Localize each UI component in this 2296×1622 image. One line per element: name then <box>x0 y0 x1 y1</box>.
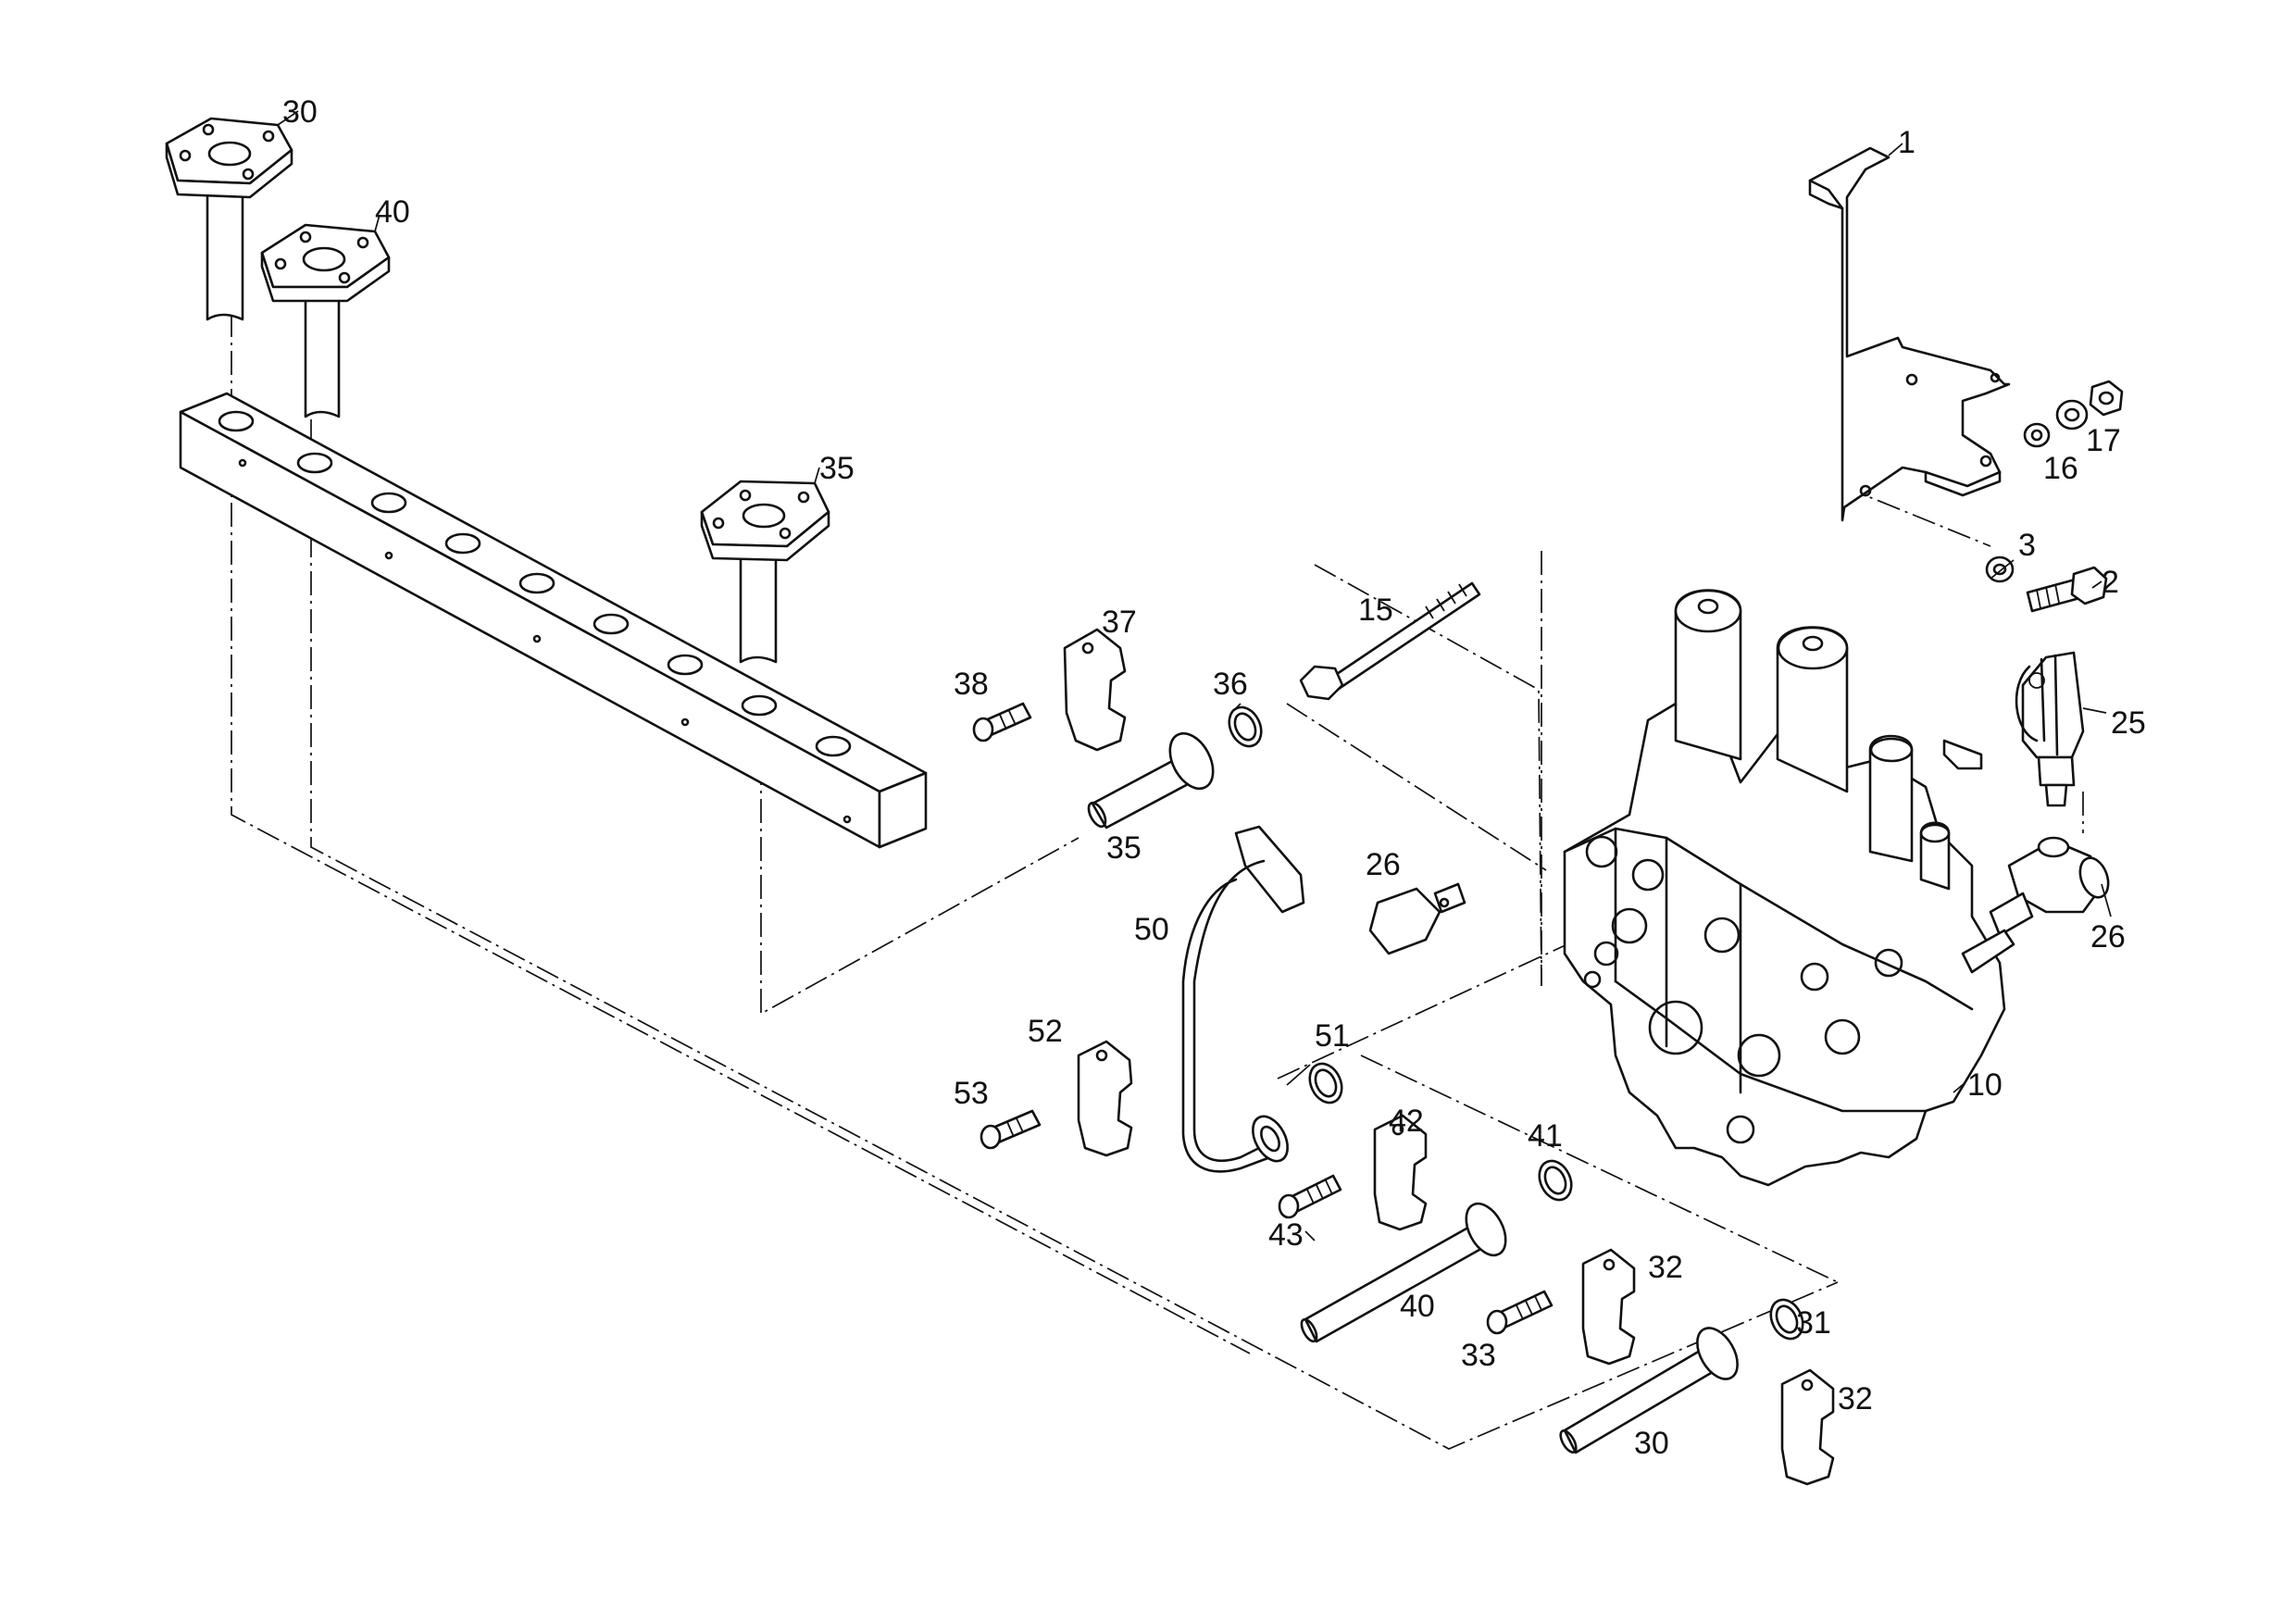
socket-screw-43 <box>1278 1174 1342 1219</box>
washer-16 <box>2023 422 2051 448</box>
callout-26-right: 26 <box>2090 919 2126 954</box>
long-bolt-15 <box>1299 581 1481 701</box>
callout-50: 50 <box>1134 912 1169 947</box>
callout-38: 38 <box>954 667 989 702</box>
callout-26-left: 26 <box>1366 847 1401 882</box>
callout-53: 53 <box>954 1076 989 1111</box>
hex-bolt-2 <box>2026 566 2108 613</box>
split-flange-32-lower <box>1780 1368 1835 1486</box>
callout-36: 36 <box>1213 667 1248 702</box>
control-valve-block <box>1563 589 2015 1187</box>
callout-40-top: 40 <box>375 194 410 230</box>
o-ring-31 <box>1769 1298 1804 1341</box>
flanged-tube-30-bottom <box>1559 1327 1739 1454</box>
mounting-bracket <box>1808 146 2011 522</box>
split-flange-37 <box>1063 628 1127 752</box>
callout-35-top: 35 <box>819 451 855 486</box>
callout-37: 37 <box>1102 605 1137 640</box>
washer-3 <box>1985 555 2015 583</box>
split-flange-52 <box>1077 1040 1133 1157</box>
callout-41: 41 <box>1528 1118 1563 1154</box>
leader-lines <box>277 110 2112 1241</box>
manifold-bar <box>179 392 928 849</box>
flanged-pipe-35-top <box>700 480 830 664</box>
fitting-26-right <box>1989 836 2110 937</box>
quick-coupler-25 <box>2015 651 2085 807</box>
assembly-lines <box>231 199 2084 1450</box>
callout-52: 52 <box>1028 1014 1063 1049</box>
callout-43: 43 <box>1268 1217 1304 1253</box>
callout-51: 51 <box>1315 1018 1350 1054</box>
socket-screw-53 <box>980 1109 1042 1150</box>
o-ring-36 <box>1228 705 1263 748</box>
callout-25: 25 <box>2111 705 2146 741</box>
socket-screw-33 <box>1486 1290 1554 1335</box>
callout-32-upper: 32 <box>1648 1250 1683 1285</box>
flanged-tube-35 <box>1087 731 1215 830</box>
callout-10: 10 <box>1967 1067 2003 1103</box>
callout-30-top: 30 <box>282 94 318 130</box>
lock-washer-16b <box>2055 399 2089 430</box>
callout-3: 3 <box>2018 528 2036 563</box>
flanged-pipe-40-top <box>260 223 391 418</box>
split-flange-32-upper <box>1581 1248 1636 1366</box>
callout-33: 33 <box>1461 1338 1496 1373</box>
o-ring-41 <box>1538 1159 1573 1202</box>
split-flange-42 <box>1373 1114 1428 1231</box>
callout-16: 16 <box>2043 451 2078 486</box>
hex-nut-17 <box>2089 380 2124 417</box>
fitting-26-left <box>1368 882 1466 955</box>
socket-screw-38 <box>972 702 1032 742</box>
callout-32-lower: 32 <box>1838 1381 1873 1416</box>
bent-pipe-50 <box>1181 825 1305 1173</box>
flanged-pipe-30-top <box>165 117 293 321</box>
callout-labels: 30 40 35 1 17 16 3 2 15 37 38 36 35 25 2… <box>282 94 2146 1461</box>
callout-15: 15 <box>1358 593 1393 628</box>
callout-31: 31 <box>1796 1305 1831 1341</box>
o-ring-51 <box>1308 1062 1343 1104</box>
callout-2: 2 <box>2102 565 2119 600</box>
callout-1: 1 <box>1898 125 1915 160</box>
flanged-tube-40-bottom <box>1300 1202 1507 1343</box>
callout-42: 42 <box>1389 1104 1424 1139</box>
callout-30-bottom: 30 <box>1634 1426 1669 1461</box>
callout-35-mid: 35 <box>1106 830 1142 866</box>
callout-17: 17 <box>2086 423 2121 458</box>
callout-40-bottom: 40 <box>1400 1289 1435 1324</box>
